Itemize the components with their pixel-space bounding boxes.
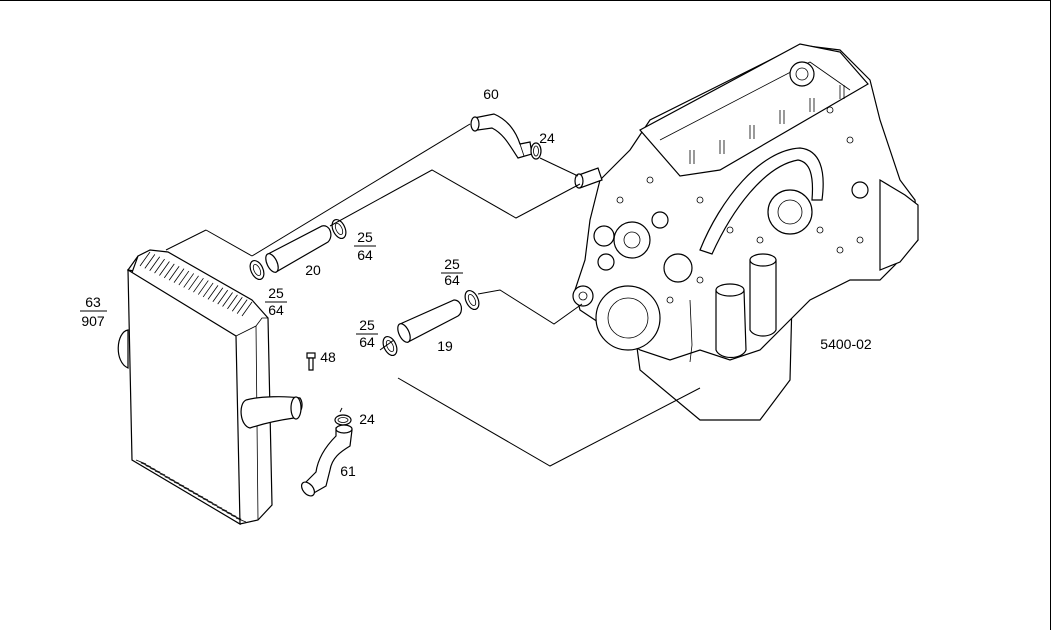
svg-text:25: 25: [357, 229, 373, 245]
callout-screw: 48: [320, 349, 336, 365]
svg-text:25: 25: [268, 285, 284, 301]
callout-clamp-upper-bent: 24: [539, 130, 555, 146]
callout-clamp-lower-a: 25 64: [356, 317, 378, 350]
svg-text:63: 63: [85, 294, 101, 310]
clamp-lower-a[interactable]: [380, 334, 399, 357]
callout-hose-lower-straight: 19: [437, 338, 453, 354]
callout-hose-upper-bent: 60: [483, 86, 499, 102]
hose-lower-bent[interactable]: [299, 424, 353, 498]
callout-clamp-upper-a: 25 64: [265, 285, 287, 318]
clamp-upper-b[interactable]: [329, 217, 348, 240]
svg-text:64: 64: [357, 247, 373, 263]
svg-text:907: 907: [81, 313, 105, 329]
screw[interactable]: [306, 352, 316, 371]
radiator[interactable]: [117, 249, 303, 526]
svg-text:25: 25: [444, 256, 460, 272]
clamp-upper-bent[interactable]: [530, 142, 542, 160]
callout-clamp-lower-b: 25 64: [441, 256, 463, 288]
clamp-lower-bent[interactable]: [334, 414, 352, 426]
callout-radiator: 63 907: [80, 294, 107, 329]
svg-text:25: 25: [359, 317, 375, 333]
engine-assembly: [572, 43, 919, 421]
drawing-code: 5400-02: [820, 336, 872, 352]
svg-text:64: 64: [359, 334, 375, 350]
svg-text:64: 64: [444, 272, 460, 288]
callout-hose-lower-bent: 61: [340, 463, 356, 479]
callout-clamp-upper-b: 25 64: [354, 229, 376, 263]
leader-lines: [165, 123, 701, 467]
hose-upper-bent[interactable]: [470, 113, 533, 159]
callout-hose-upper-straight: 20: [305, 262, 321, 278]
clamp-lower-b[interactable]: [462, 288, 481, 311]
clamp-upper-a[interactable]: [247, 258, 266, 281]
hose-upper-straight[interactable]: [263, 225, 332, 274]
svg-text:64: 64: [268, 302, 284, 318]
callout-clamp-lower-bent: 24: [359, 411, 375, 427]
hose-lower-straight[interactable]: [395, 299, 463, 344]
